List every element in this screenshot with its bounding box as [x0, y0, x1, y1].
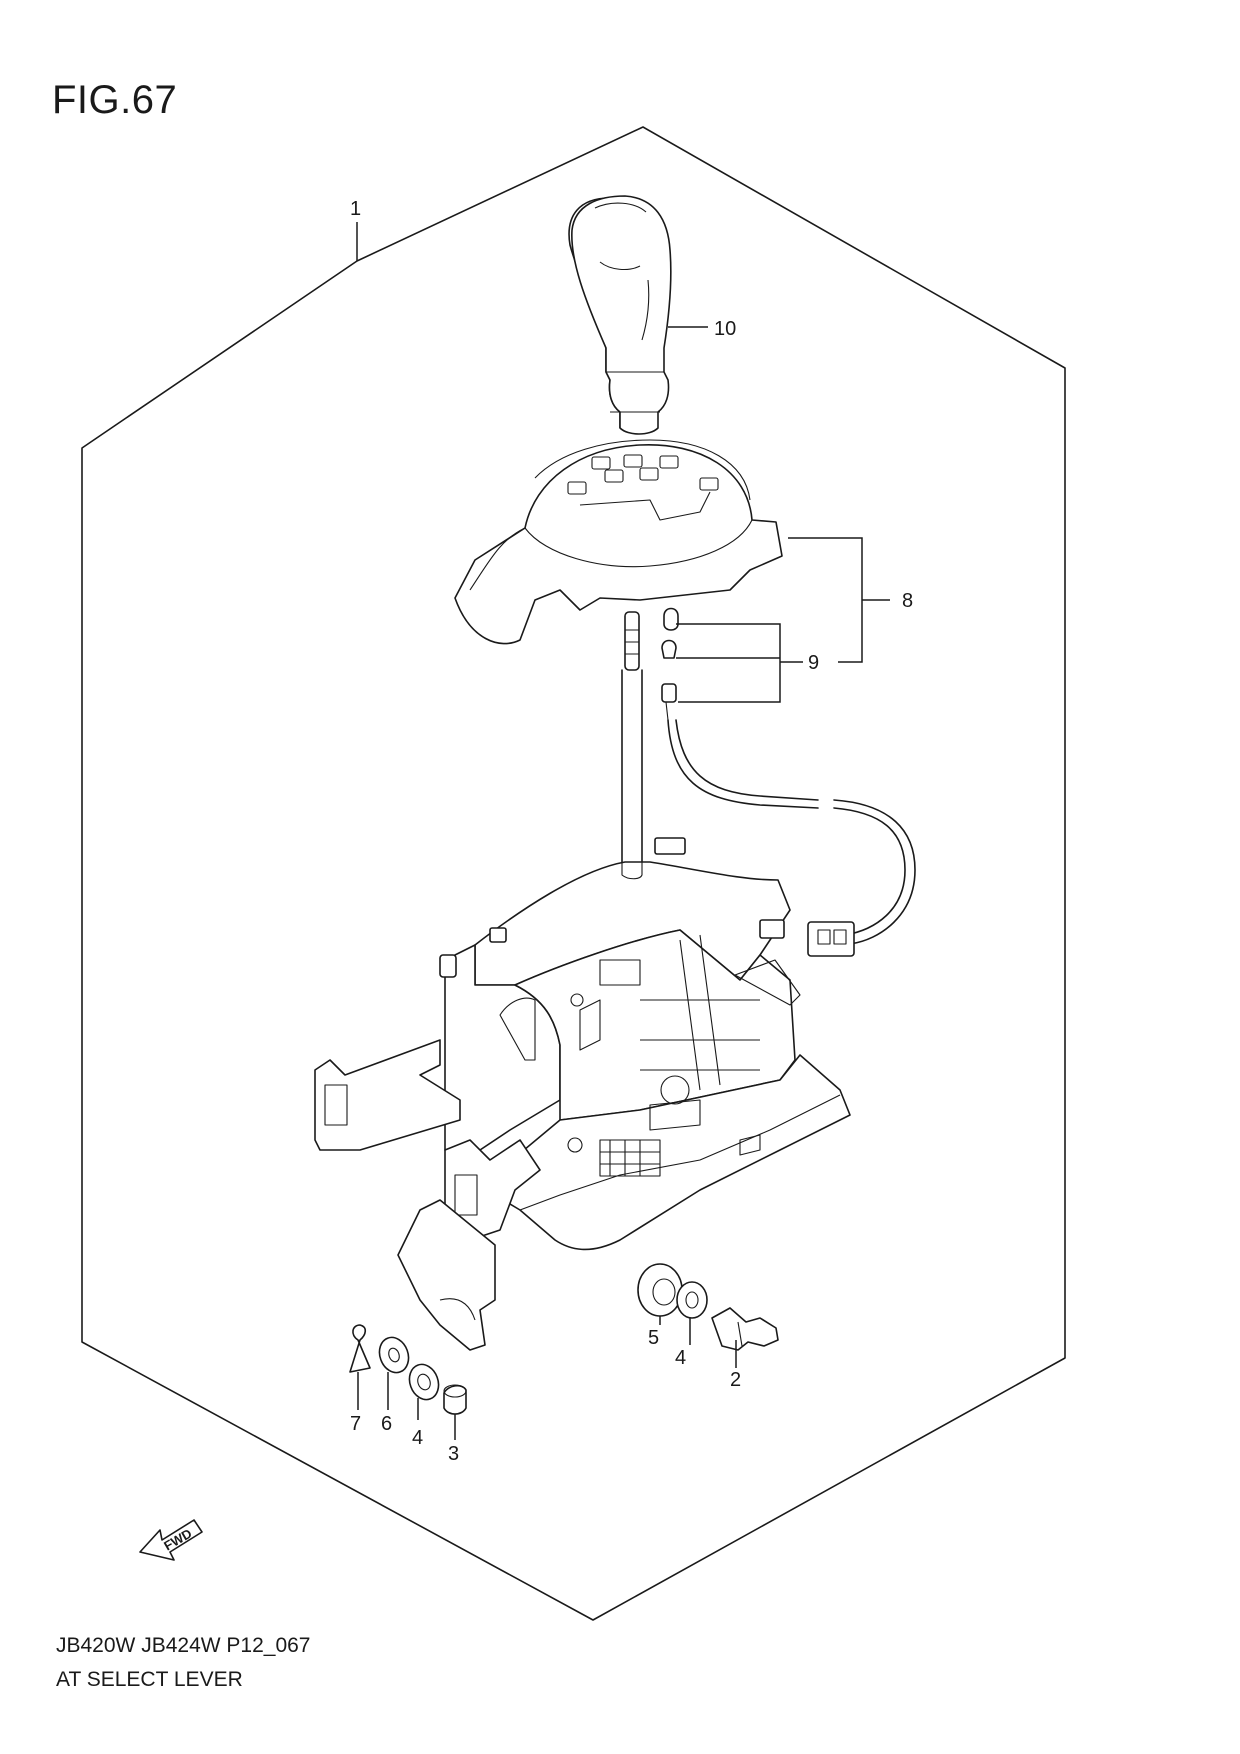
assembly-boundary [81, 126, 1066, 1621]
shift-knob [568, 195, 672, 435]
select-lever-rod [621, 611, 643, 876]
callout-1: 1 [350, 198, 361, 220]
leader-lines [356, 222, 890, 1440]
part-4-washer-right [676, 1281, 708, 1319]
callout-labels: 1 2 3 4 4 5 6 7 8 9 10 [350, 198, 913, 1465]
callout-9: 9 [808, 652, 819, 674]
part-3-collar [443, 1384, 467, 1415]
indicator-bezel [454, 439, 783, 645]
wire-harness [667, 719, 916, 957]
callout-10: 10 [714, 318, 736, 340]
part-6-washer [378, 1336, 410, 1374]
figure-title: FIG.67 [52, 78, 178, 122]
callout-3: 3 [448, 1443, 459, 1465]
bulbs [661, 607, 679, 721]
callout-4-right: 4 [675, 1347, 686, 1369]
callout-8: 8 [902, 590, 913, 612]
callout-2: 2 [730, 1369, 741, 1391]
figure-name: AT SELECT LEVER [56, 1668, 243, 1691]
callout-7: 7 [350, 1413, 361, 1435]
model-code: JB420W JB424W P12_067 [56, 1634, 311, 1657]
callout-4-left: 4 [412, 1427, 423, 1449]
callout-6: 6 [381, 1413, 392, 1435]
fwd-arrow-icon: FWD [139, 1519, 203, 1561]
part-4-washer-left [408, 1363, 440, 1401]
lever-housing [314, 837, 851, 1351]
part-7-clip [349, 1324, 371, 1373]
part-2-bolt [711, 1307, 779, 1351]
part-5-bushing [637, 1263, 683, 1317]
callout-5: 5 [648, 1327, 659, 1349]
